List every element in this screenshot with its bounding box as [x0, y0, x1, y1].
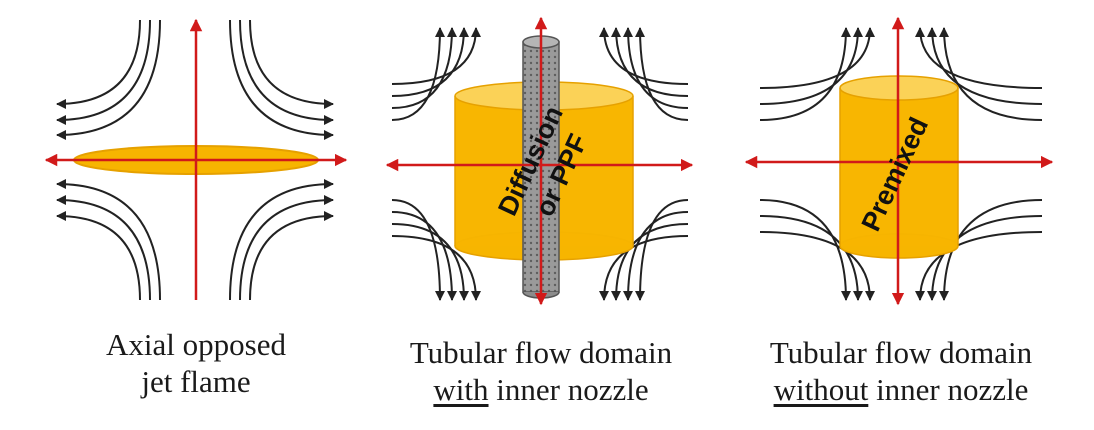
- streamlines: [759, 27, 1043, 301]
- caption-line: without inner nozzle: [746, 371, 1056, 408]
- axis-arrows: [385, 16, 694, 306]
- caption-tubular-without-nozzle: Tubular flow domain without inner nozzle: [746, 334, 1056, 408]
- panel-tubular-without-nozzle: Premixed: [744, 16, 1054, 306]
- caption-line: Tubular flow domain: [769, 335, 1033, 370]
- axis-arrows: [44, 18, 348, 300]
- caption-line: jet flame: [141, 364, 251, 399]
- caption-emphasis: without: [773, 372, 869, 407]
- caption-rest: inner nozzle: [488, 372, 649, 407]
- caption-emphasis: with: [433, 372, 489, 407]
- axis-arrows: [744, 16, 1054, 306]
- caption-axial: Axial opposed jet flame: [96, 326, 296, 400]
- panel-tubular-with-nozzle: Diffusion or PPF: [385, 16, 694, 306]
- caption-rest: inner nozzle: [868, 372, 1029, 407]
- streamlines: [56, 19, 334, 301]
- panel-axial-opposed-jet: [44, 18, 348, 301]
- caption-line: Tubular flow domain: [409, 335, 673, 370]
- caption-line: Axial opposed: [106, 327, 286, 362]
- flow-diagram: Diffusion or PPF: [44, 16, 1054, 306]
- caption-tubular-with-nozzle: Tubular flow domain with inner nozzle: [391, 334, 691, 408]
- caption-line: with inner nozzle: [391, 371, 691, 408]
